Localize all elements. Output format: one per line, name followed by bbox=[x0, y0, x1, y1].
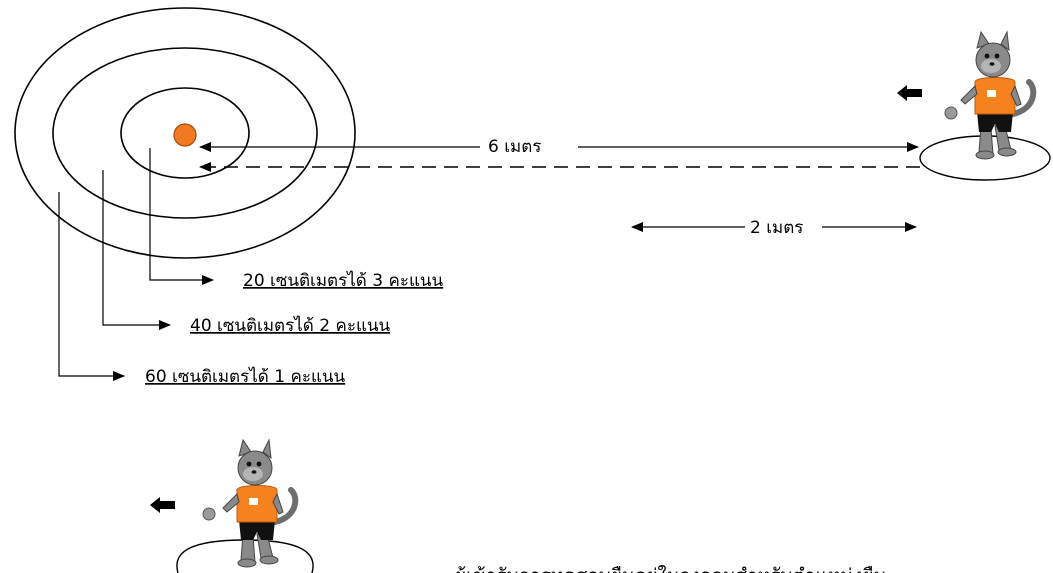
ring-20cm bbox=[120, 87, 250, 179]
ring-60cm bbox=[14, 7, 356, 259]
score-label-60cm: 60 เซนติเมตรได้ 1 คะแนน bbox=[145, 366, 346, 387]
direction-arrow-icon bbox=[897, 85, 922, 101]
scoring-leaders bbox=[58, 148, 214, 381]
throw-distance-label: 6 เมตร bbox=[488, 137, 541, 157]
distance-2m: 2 เมตร bbox=[631, 218, 917, 238]
held-ball-icon bbox=[944, 106, 958, 120]
leader-20cm bbox=[149, 148, 214, 285]
circle-gap-label: 2 เมตร bbox=[750, 218, 803, 238]
thrower-cat-icon bbox=[223, 440, 295, 567]
score-label-40cm: 40 เซนติเมตรได้ 2 คะแนน bbox=[190, 315, 391, 336]
scoring-labels: 20 เซนติเมตรได้ 3 คะแนน 40 เซนติเมตรได้ … bbox=[145, 270, 444, 387]
target-ball-icon bbox=[173, 123, 197, 147]
distance-6m: 6 เมตร bbox=[199, 137, 920, 172]
thrower-bottom bbox=[150, 440, 314, 573]
ring-40cm bbox=[52, 47, 318, 219]
held-ball-icon bbox=[202, 507, 216, 521]
direction-arrow-icon bbox=[150, 497, 175, 513]
score-label-20cm: 20 เซนติเมตรได้ 3 คะแนน bbox=[243, 270, 444, 291]
leader-60cm bbox=[58, 192, 125, 381]
leader-40cm bbox=[102, 170, 171, 330]
caption-text: ผู้เข้ารับการทดสอบยืนอยู่ในวงกลมสำหรับตำ… bbox=[455, 565, 887, 573]
thrower-right bbox=[897, 32, 1051, 181]
target-rings bbox=[14, 7, 356, 259]
